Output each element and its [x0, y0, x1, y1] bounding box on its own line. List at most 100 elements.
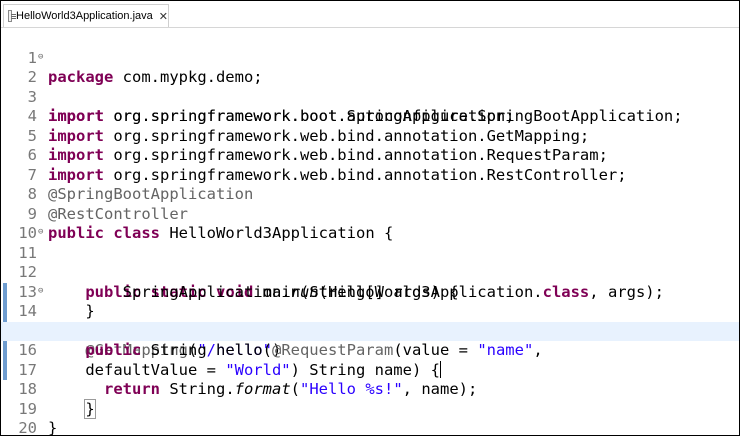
code-editor[interactable]: 1 package com.mypkg.demo; 2 ⊖ import org… — [1, 29, 739, 435]
line-code: @SpringBootApplication — [48, 185, 253, 205]
line-code: @RestController — [48, 205, 188, 225]
tab-title: HelloWorld3Application.java — [16, 10, 153, 22]
code-line[interactable]: 11 ⊖ public static void main(String[] ar… — [1, 224, 739, 301]
line-code: import org.springframework.web.bind.anno… — [48, 146, 608, 166]
code-text: (value = — [393, 341, 478, 359]
keyword: public — [85, 282, 142, 301]
line-code: public String hello(@RequestParam(value … — [48, 341, 543, 361]
code-text: (HelloWorld3Application. — [318, 282, 543, 301]
editor-tab[interactable]: HelloWorld3Application.java ✕ — [3, 4, 169, 27]
line-code: import org.springframework.web.bind.anno… — [48, 127, 589, 147]
code-line[interactable]: 15 public String hello(@RequestParam(val… — [1, 302, 739, 360]
code-line[interactable]: 8 @RestController — [1, 166, 739, 223]
code-text: org.springframework.boot.autoconfigure.S… — [104, 107, 683, 125]
code-line[interactable]: 9 public class HelloWorld3Application { — [1, 185, 739, 243]
code-line[interactable]: 17 return String.format("Hello %s!", nam… — [1, 341, 739, 399]
code-line[interactable]: 3 import org.springframework.boot.autoco… — [1, 68, 739, 126]
line-code: } — [48, 419, 58, 436]
code-text: defaultValue = — [85, 360, 226, 379]
line-number: 9 — [27, 204, 37, 223]
keyword: import — [48, 165, 104, 184]
keyword: class — [542, 282, 590, 301]
annotation: @RequestParam — [271, 341, 394, 359]
annotation: @GetMapping — [85, 341, 188, 359]
code-text: } — [48, 302, 95, 320]
keyword: import — [48, 146, 104, 164]
line-code: public static void main(String[] args) { — [48, 282, 459, 303]
keyword: import — [48, 107, 104, 125]
code-text: main(String[] args) { — [253, 282, 459, 301]
code-text: } — [48, 419, 58, 436]
keyword: public — [48, 224, 104, 242]
code-line[interactable]: 20 — [1, 400, 739, 435]
line-code: package com.mypkg.demo; — [48, 68, 263, 88]
close-tab-icon[interactable]: ✕ — [158, 9, 168, 23]
keyword: public — [85, 341, 142, 359]
current-code-line[interactable]: 16 defaultValue = "World") String name) … — [1, 321, 739, 379]
line-number: 10 — [18, 224, 37, 242]
code-text: , — [533, 341, 543, 359]
line-code: SpringApplication.run(HelloWorld3Applica… — [48, 283, 664, 303]
line-code: @GetMapping("/hello") — [48, 341, 281, 361]
code-text: org.springframework.web.bind.annotation.… — [104, 165, 627, 184]
code-text: ( — [187, 341, 198, 359]
code-line[interactable]: 13 } — [1, 263, 739, 321]
text-cursor — [439, 360, 441, 378]
keyword: void — [216, 282, 254, 301]
code-text: org.springframework.web.bind.annotation.… — [104, 146, 608, 164]
keyword: class — [113, 224, 161, 242]
line-number: 7 — [27, 165, 37, 184]
line-number: 13 — [18, 282, 37, 301]
line-code: } — [48, 398, 96, 420]
line-number: 19 — [18, 399, 37, 418]
code-line[interactable]: 12 SpringApplication.run(HelloWorld3Appl… — [1, 244, 739, 301]
code-text: ( — [290, 380, 300, 398]
line-number: 1 — [27, 48, 37, 67]
annotation: @SpringBootApplication — [48, 185, 254, 203]
code-line[interactable]: 1 package com.mypkg.demo; — [1, 29, 739, 87]
line-code: return String.format("Hello %s!", name); — [48, 380, 477, 400]
line-number: 11 — [18, 243, 37, 262]
code-line[interactable]: 5 import org.springframework.web.bind.an… — [1, 107, 739, 165]
code-line[interactable]: 7 @SpringBootApplication — [1, 146, 739, 204]
fold-icon[interactable]: ⊖ — [38, 285, 44, 296]
fold-icon[interactable]: ⊖ — [38, 227, 44, 237]
line-number: 12 — [18, 263, 37, 281]
keyword: return — [104, 380, 160, 398]
keyword: package — [48, 68, 114, 86]
code-text: String hello( — [141, 341, 272, 359]
code-text: , args); — [589, 282, 664, 301]
line-number: 17 — [18, 360, 37, 379]
code-line[interactable]: 19 } — [1, 380, 739, 436]
editor-tab-bar: HelloWorld3Application.java ✕ — [1, 1, 739, 28]
fold-icon[interactable]: ⊖ — [38, 51, 44, 62]
static-method: format — [234, 380, 291, 398]
line-code: defaultValue = "World") String name) { — [48, 360, 441, 381]
code-text: ) — [271, 341, 282, 359]
line-code: import org.springframework.boot.autoconf… — [48, 107, 683, 127]
code-text: ) String name) { — [290, 360, 440, 379]
line-number: 5 — [27, 126, 37, 145]
code-line[interactable]: 4 import org.springframework.web.bind.an… — [1, 88, 739, 145]
line-number: 2 — [27, 68, 37, 86]
code-line[interactable]: 10 — [1, 205, 739, 242]
line-code: } — [48, 302, 95, 322]
code-line[interactable]: 18 } — [1, 361, 739, 419]
code-line[interactable]: 6 import org.springframework.web.bind.an… — [1, 127, 739, 184]
code-text: HelloWorld3Application { — [160, 224, 394, 242]
code-line[interactable]: 2 ⊖ import org.springframework.boot.Spri… — [1, 49, 739, 126]
code-text: , name); — [402, 380, 478, 398]
matching-bracket: } — [84, 398, 96, 419]
line-number: 18 — [18, 380, 37, 398]
code-text: org.springframework.web.bind.annotation.… — [104, 126, 590, 145]
line-number: 16 — [18, 341, 37, 359]
line-number: 20 — [18, 419, 37, 436]
string-literal: "World" — [225, 360, 291, 379]
string-literal: "Hello %s!" — [300, 380, 403, 398]
code-line[interactable]: 14 ⊖ @GetMapping("/hello") — [1, 283, 739, 360]
annotation: @RestController — [48, 204, 188, 223]
keyword: import — [48, 107, 104, 125]
string-literal: "name" — [477, 341, 534, 359]
keyword: static — [150, 282, 207, 301]
